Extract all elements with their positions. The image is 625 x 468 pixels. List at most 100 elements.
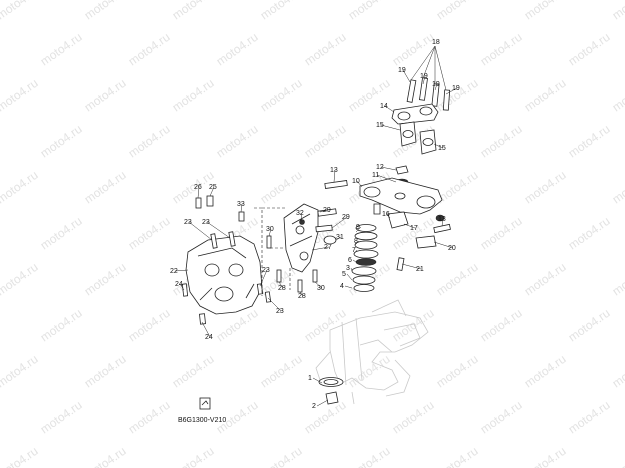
callout-label: 12 xyxy=(376,164,384,171)
leader-line xyxy=(380,166,397,171)
watermark-text: moto4.ru xyxy=(258,76,305,115)
watermark-text: moto4.ru xyxy=(38,306,85,345)
watermark-text: moto4.ru xyxy=(170,76,217,115)
callout-label: 6 xyxy=(348,257,352,264)
leader-line xyxy=(314,281,323,289)
callout-label: 2 xyxy=(312,403,316,410)
leader-line xyxy=(179,283,185,291)
watermark-text: moto4.ru xyxy=(610,444,625,468)
leader-line xyxy=(384,105,395,113)
leader-line xyxy=(356,180,363,188)
watermark-text: moto4.ru xyxy=(82,168,129,207)
callout-label: 4 xyxy=(340,283,344,290)
leader-line xyxy=(422,45,436,79)
watermark-text: moto4.ru xyxy=(346,0,393,22)
watermark-text: moto4.ru xyxy=(38,122,85,161)
callout-label: 29 xyxy=(323,207,331,214)
callout-label: 23 xyxy=(202,219,210,226)
leader-line xyxy=(300,212,303,223)
watermark-text: moto4.ru xyxy=(434,0,481,22)
callout-label: 18 xyxy=(432,39,440,46)
leader-line xyxy=(353,249,358,255)
leader-line xyxy=(434,45,447,91)
watermark-text: moto4.ru xyxy=(258,0,305,22)
callout-label: 27 xyxy=(324,244,332,251)
leader-line xyxy=(433,241,454,249)
watermark-text: moto4.ru xyxy=(214,122,261,161)
leader-line xyxy=(376,174,397,183)
callout-label: 23 xyxy=(184,219,192,226)
watermark-text: moto4.ru xyxy=(0,0,41,22)
watermark-text: moto4.ru xyxy=(390,306,437,345)
callout-label: 23 xyxy=(262,267,270,274)
engine-mount-left xyxy=(181,195,263,325)
callout-label: 28 xyxy=(298,293,306,300)
watermark-text: moto4.ru xyxy=(0,444,41,468)
watermark-text: moto4.ru xyxy=(566,398,613,437)
watermark-text: moto4.ru xyxy=(610,0,625,22)
callout-label: 10 xyxy=(352,178,360,185)
callout-label: 15 xyxy=(376,122,384,129)
watermark-text: moto4.ru xyxy=(170,444,217,468)
callout-label: 16 xyxy=(382,211,390,218)
leader-line xyxy=(386,213,391,219)
watermark-text: moto4.ru xyxy=(346,444,393,468)
watermark-text: moto4.ru xyxy=(522,76,569,115)
callout-label: 9 xyxy=(356,224,360,231)
leader-lines xyxy=(174,45,458,407)
handlebar-holder xyxy=(391,103,439,155)
callout-label: 19 xyxy=(420,73,428,80)
leader-line xyxy=(316,399,329,407)
leader-line xyxy=(401,263,422,270)
leader-line xyxy=(206,221,231,239)
watermark-text: moto4.ru xyxy=(126,122,173,161)
callout-label: 3 xyxy=(346,265,350,272)
watermark-text: moto4.ru xyxy=(522,0,569,22)
watermark-text: moto4.ru xyxy=(0,352,41,391)
watermark-text: moto4.ru xyxy=(478,306,525,345)
watermark-text: moto4.ru xyxy=(302,398,349,437)
leader-line xyxy=(319,209,329,213)
watermark-text: moto4.ru xyxy=(82,444,129,468)
watermark-text: moto4.ru xyxy=(0,168,41,207)
watermark-text: moto4.ru xyxy=(126,398,173,437)
callout-label: 30 xyxy=(317,285,325,292)
leader-line xyxy=(433,143,444,149)
callout-label: 7 xyxy=(352,247,356,254)
callout-labels: 1234567891011121313141515161718191919192… xyxy=(170,39,460,410)
callout-label: 14 xyxy=(380,103,388,110)
leader-line xyxy=(380,124,401,131)
leader-line xyxy=(346,273,353,281)
leader-line xyxy=(350,267,353,272)
watermark-text: moto4.ru xyxy=(522,352,569,391)
callout-label: 8 xyxy=(354,238,358,245)
callout-label: 17 xyxy=(410,225,418,232)
watermark-text: moto4.ru xyxy=(0,260,41,299)
watermark-text: moto4.ru xyxy=(302,30,349,69)
callout-label: 29 xyxy=(342,214,350,221)
callout-label: 11 xyxy=(372,172,379,179)
callout-label: 20 xyxy=(448,245,456,252)
watermark-text: moto4.ru xyxy=(610,260,625,299)
watermark-text: moto4.ru xyxy=(170,0,217,22)
watermark-text: moto4.ru xyxy=(566,122,613,161)
callout-label: 23 xyxy=(276,308,284,315)
watermark-text: moto4.ru xyxy=(82,352,129,391)
watermark-text: moto4.ru xyxy=(258,444,305,468)
callout-label: 28 xyxy=(278,285,286,292)
leader-line xyxy=(344,285,353,289)
watermark-text: moto4.ru xyxy=(434,444,481,468)
callout-label: 21 xyxy=(416,266,424,273)
leader-line xyxy=(312,377,323,384)
callout-label: 31 xyxy=(336,234,344,241)
leader-line xyxy=(331,216,348,229)
watermark-text: moto4.ru xyxy=(38,214,85,253)
diagram-code: B6G1300-V210 xyxy=(178,417,226,424)
watermark-text: moto4.ru xyxy=(478,122,525,161)
callout-label: 5 xyxy=(342,271,346,278)
watermark-text: moto4.ru xyxy=(214,30,261,69)
watermark-text: moto4.ru xyxy=(82,76,129,115)
watermark-text: moto4.ru xyxy=(390,30,437,69)
watermark-text: moto4.ru xyxy=(610,76,625,115)
